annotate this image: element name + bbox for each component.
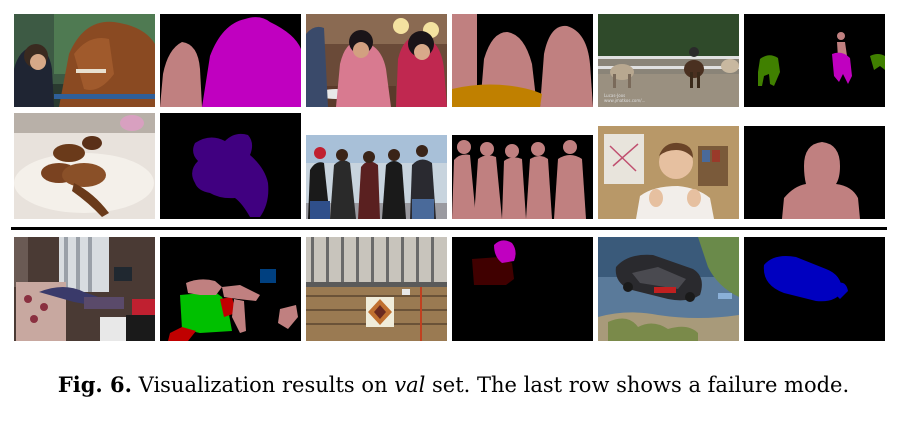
photo-restaurant-girls [306,14,447,107]
mask-overturned-car [744,237,885,341]
photo-woman-horse [14,14,155,107]
photo-group-of-men [306,135,447,219]
caption-emphasis: val [394,373,426,397]
caption-text-after: set. The last row shows a failure mode. [425,373,850,397]
mask-boy-thumbs-up [744,126,885,219]
mask-dogs-on-bed [160,113,301,219]
photo-overturned-car [598,237,739,341]
mask-restaurant-girls [452,14,593,107]
mask-living-room [160,237,301,341]
figure-caption: Fig. 6. Visualization results on val set… [0,372,907,397]
row-divider [11,227,887,230]
caption-text-before: Visualization results on [131,373,395,397]
mask-group-of-men [452,135,593,219]
photo-dogs-on-bed [14,113,155,219]
mask-rodeo-cows [744,14,885,107]
photo-living-room [14,237,155,341]
figure-label: Fig. 6. [57,372,132,397]
mask-stable-door [452,237,593,341]
photo-boy-thumbs-up [598,126,739,219]
photo-stable-door [306,237,447,341]
mask-woman-horse [160,14,301,107]
